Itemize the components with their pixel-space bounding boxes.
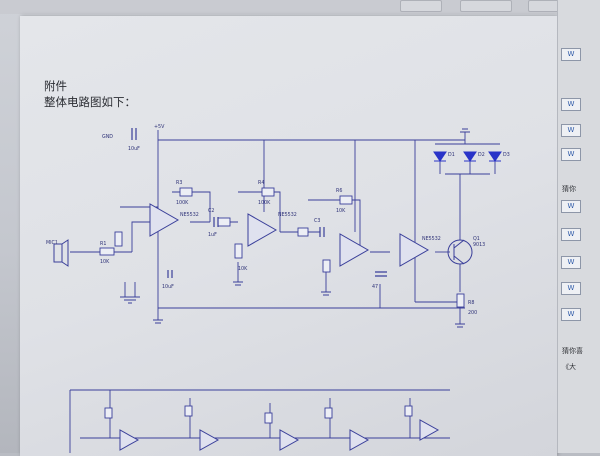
circuit-schematic-lower xyxy=(69,389,450,453)
label-r5-value: 10K xyxy=(238,266,248,272)
label-gnd-top: GND xyxy=(102,134,113,140)
opamp-u3a xyxy=(339,233,370,267)
label-q1-part: 9013 xyxy=(473,242,485,248)
section-label-recommend: 猜你 xyxy=(562,185,576,193)
opamp-u1 xyxy=(149,203,180,237)
label-r6-value: 10K xyxy=(336,208,346,214)
label-u2: NE5532 xyxy=(278,212,297,218)
word-doc-icon[interactable]: W xyxy=(561,200,581,213)
label-mic: MIC1 xyxy=(46,240,58,246)
label-r3-value: 100K xyxy=(176,200,189,206)
word-doc-icon[interactable]: W xyxy=(561,308,581,321)
label-r8-value: 200 xyxy=(468,310,477,316)
document-heading: 附件 整体电路图如下： xyxy=(44,78,136,110)
label-d3: D3 xyxy=(503,152,510,158)
label-d2: D2 xyxy=(478,152,485,158)
label-c5-value: 10uF xyxy=(128,146,140,152)
heading-attachment: 附件 xyxy=(44,79,67,93)
led-d1 xyxy=(433,151,447,162)
label-u1: NE5532 xyxy=(180,212,199,218)
recommended-title[interactable]: 《大 xyxy=(562,363,576,371)
right-sidebar: W W W W 猜你 W W W W W 猜你喜 《大 xyxy=(557,0,600,453)
circuit-schematic: MIC1 R1 10K R3 100K NE5532 C2 1uF R4 100… xyxy=(46,124,510,328)
word-doc-icon[interactable]: W xyxy=(561,282,581,295)
led-d2 xyxy=(463,151,477,162)
label-c6-value: 10uF xyxy=(162,284,174,290)
word-doc-icon[interactable]: W xyxy=(561,124,581,137)
word-doc-icon[interactable]: W xyxy=(561,98,581,111)
toolbar-button[interactable] xyxy=(460,0,512,12)
section-label-guess: 猜你喜 xyxy=(562,347,583,355)
label-r1: R1 xyxy=(100,241,106,247)
mic-symbol xyxy=(53,243,63,263)
opamp-u2 xyxy=(247,213,278,247)
label-u3: NE5532 xyxy=(422,236,441,242)
word-doc-icon[interactable]: W xyxy=(561,228,581,241)
label-q1: Q1 xyxy=(473,236,480,242)
label-r4: R4 xyxy=(258,180,264,186)
label-c4-value: 47 xyxy=(372,284,378,290)
label-r8: R8 xyxy=(468,300,474,306)
label-vcc: +5V xyxy=(154,124,165,130)
led-d3 xyxy=(488,151,502,162)
label-c3: C3 xyxy=(314,218,320,224)
label-r3: R3 xyxy=(176,180,182,186)
word-doc-icon[interactable]: W xyxy=(561,148,581,161)
label-r6: R6 xyxy=(336,188,342,194)
opamp-u3b xyxy=(399,233,430,267)
label-d1: D1 xyxy=(448,152,455,158)
word-doc-icon[interactable]: W xyxy=(561,48,581,61)
toolbar-strip xyxy=(0,0,600,14)
label-r4-value: 100K xyxy=(258,200,271,206)
document-page xyxy=(20,16,557,456)
transistor-q1 xyxy=(447,239,473,265)
label-c2-value: 1uF xyxy=(208,232,217,238)
toolbar-button[interactable] xyxy=(400,0,442,12)
heading-circuit-caption: 整体电路图如下： xyxy=(44,95,136,109)
label-c2: C2 xyxy=(208,208,214,214)
label-r1-value: 10K xyxy=(100,259,110,265)
word-doc-icon[interactable]: W xyxy=(561,256,581,269)
